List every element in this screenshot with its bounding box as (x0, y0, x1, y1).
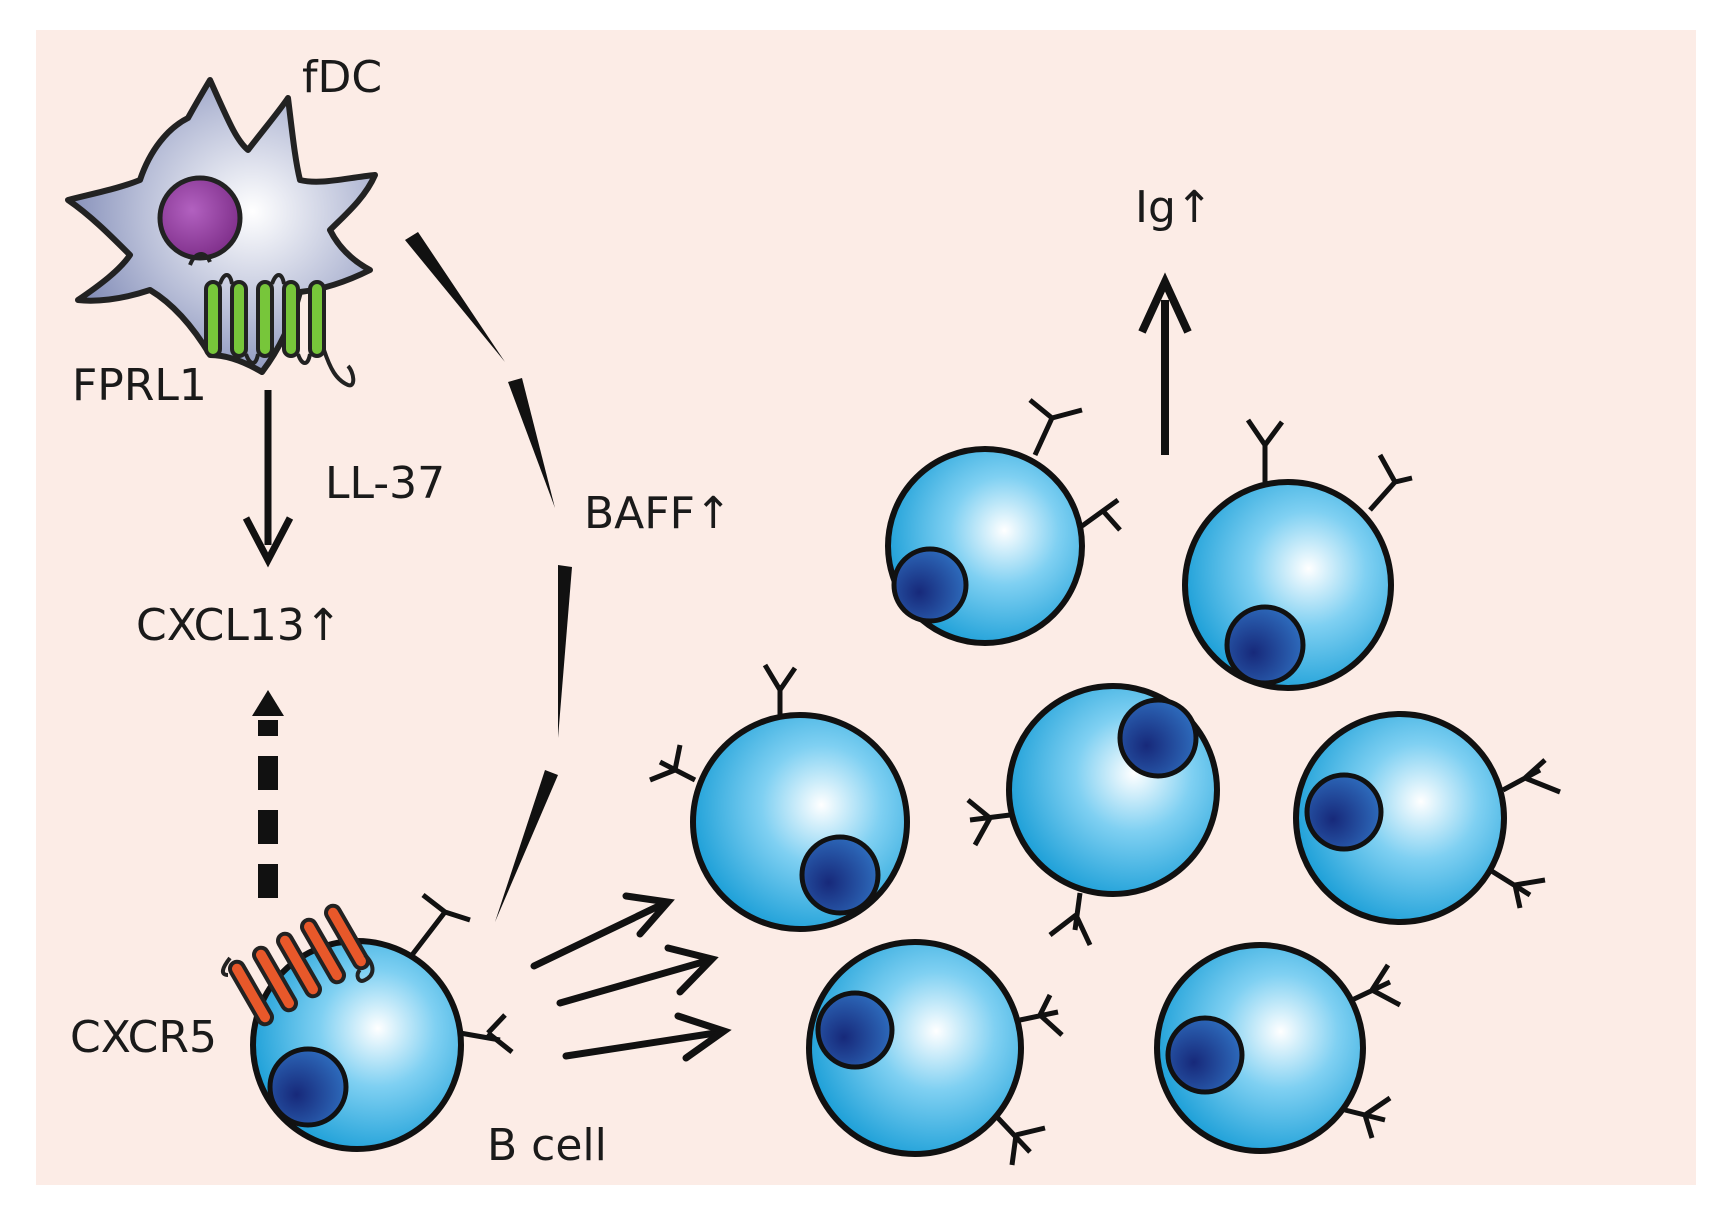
b-cell-4 (649, 663, 910, 932)
baff-arrow (405, 232, 572, 922)
cxcr5-to-cxcl13-dashed-arrow (252, 690, 284, 898)
ig-label: Ig↑ (1135, 182, 1213, 233)
fdc-label: fDC (302, 52, 382, 103)
b-cell-2-nucleus (1224, 604, 1306, 686)
b-cell-6-nucleus (815, 990, 895, 1070)
proliferation-arrows (530, 892, 732, 1062)
b-cell-3-nucleus (1117, 697, 1199, 779)
b-cell-1-nucleus (891, 546, 969, 624)
fprl1-label: FPRL1 (72, 360, 207, 411)
b-cell-4-nucleus (799, 834, 881, 916)
cxcl13-label: CXCL13↑ (136, 600, 342, 651)
b-cell-3 (966, 683, 1220, 947)
b-cell-5 (1293, 711, 1561, 925)
b-cell-5-nucleus (1304, 772, 1384, 852)
b-cell-7-nucleus (1165, 1015, 1245, 1095)
fdc-cell (65, 77, 378, 375)
cxcr5-label: CXCR5 (70, 1012, 217, 1063)
b-cell-2 (1182, 418, 1413, 691)
b-cell-label: B cell (487, 1120, 607, 1171)
ll37-label: LL-37 (325, 458, 445, 509)
ll37-arrow (242, 390, 294, 568)
b-cell-6 (806, 939, 1064, 1166)
cxcr5-receptor (221, 903, 375, 1027)
b-cell-nucleus (267, 1046, 349, 1128)
b-cell-1 (885, 398, 1122, 646)
baff-label: BAFF↑ (584, 488, 732, 539)
b-cell-7 (1154, 942, 1402, 1154)
fdc-nucleus (157, 175, 243, 261)
fprl1-receptor (188, 252, 356, 388)
ig-arrow (1138, 272, 1192, 455)
